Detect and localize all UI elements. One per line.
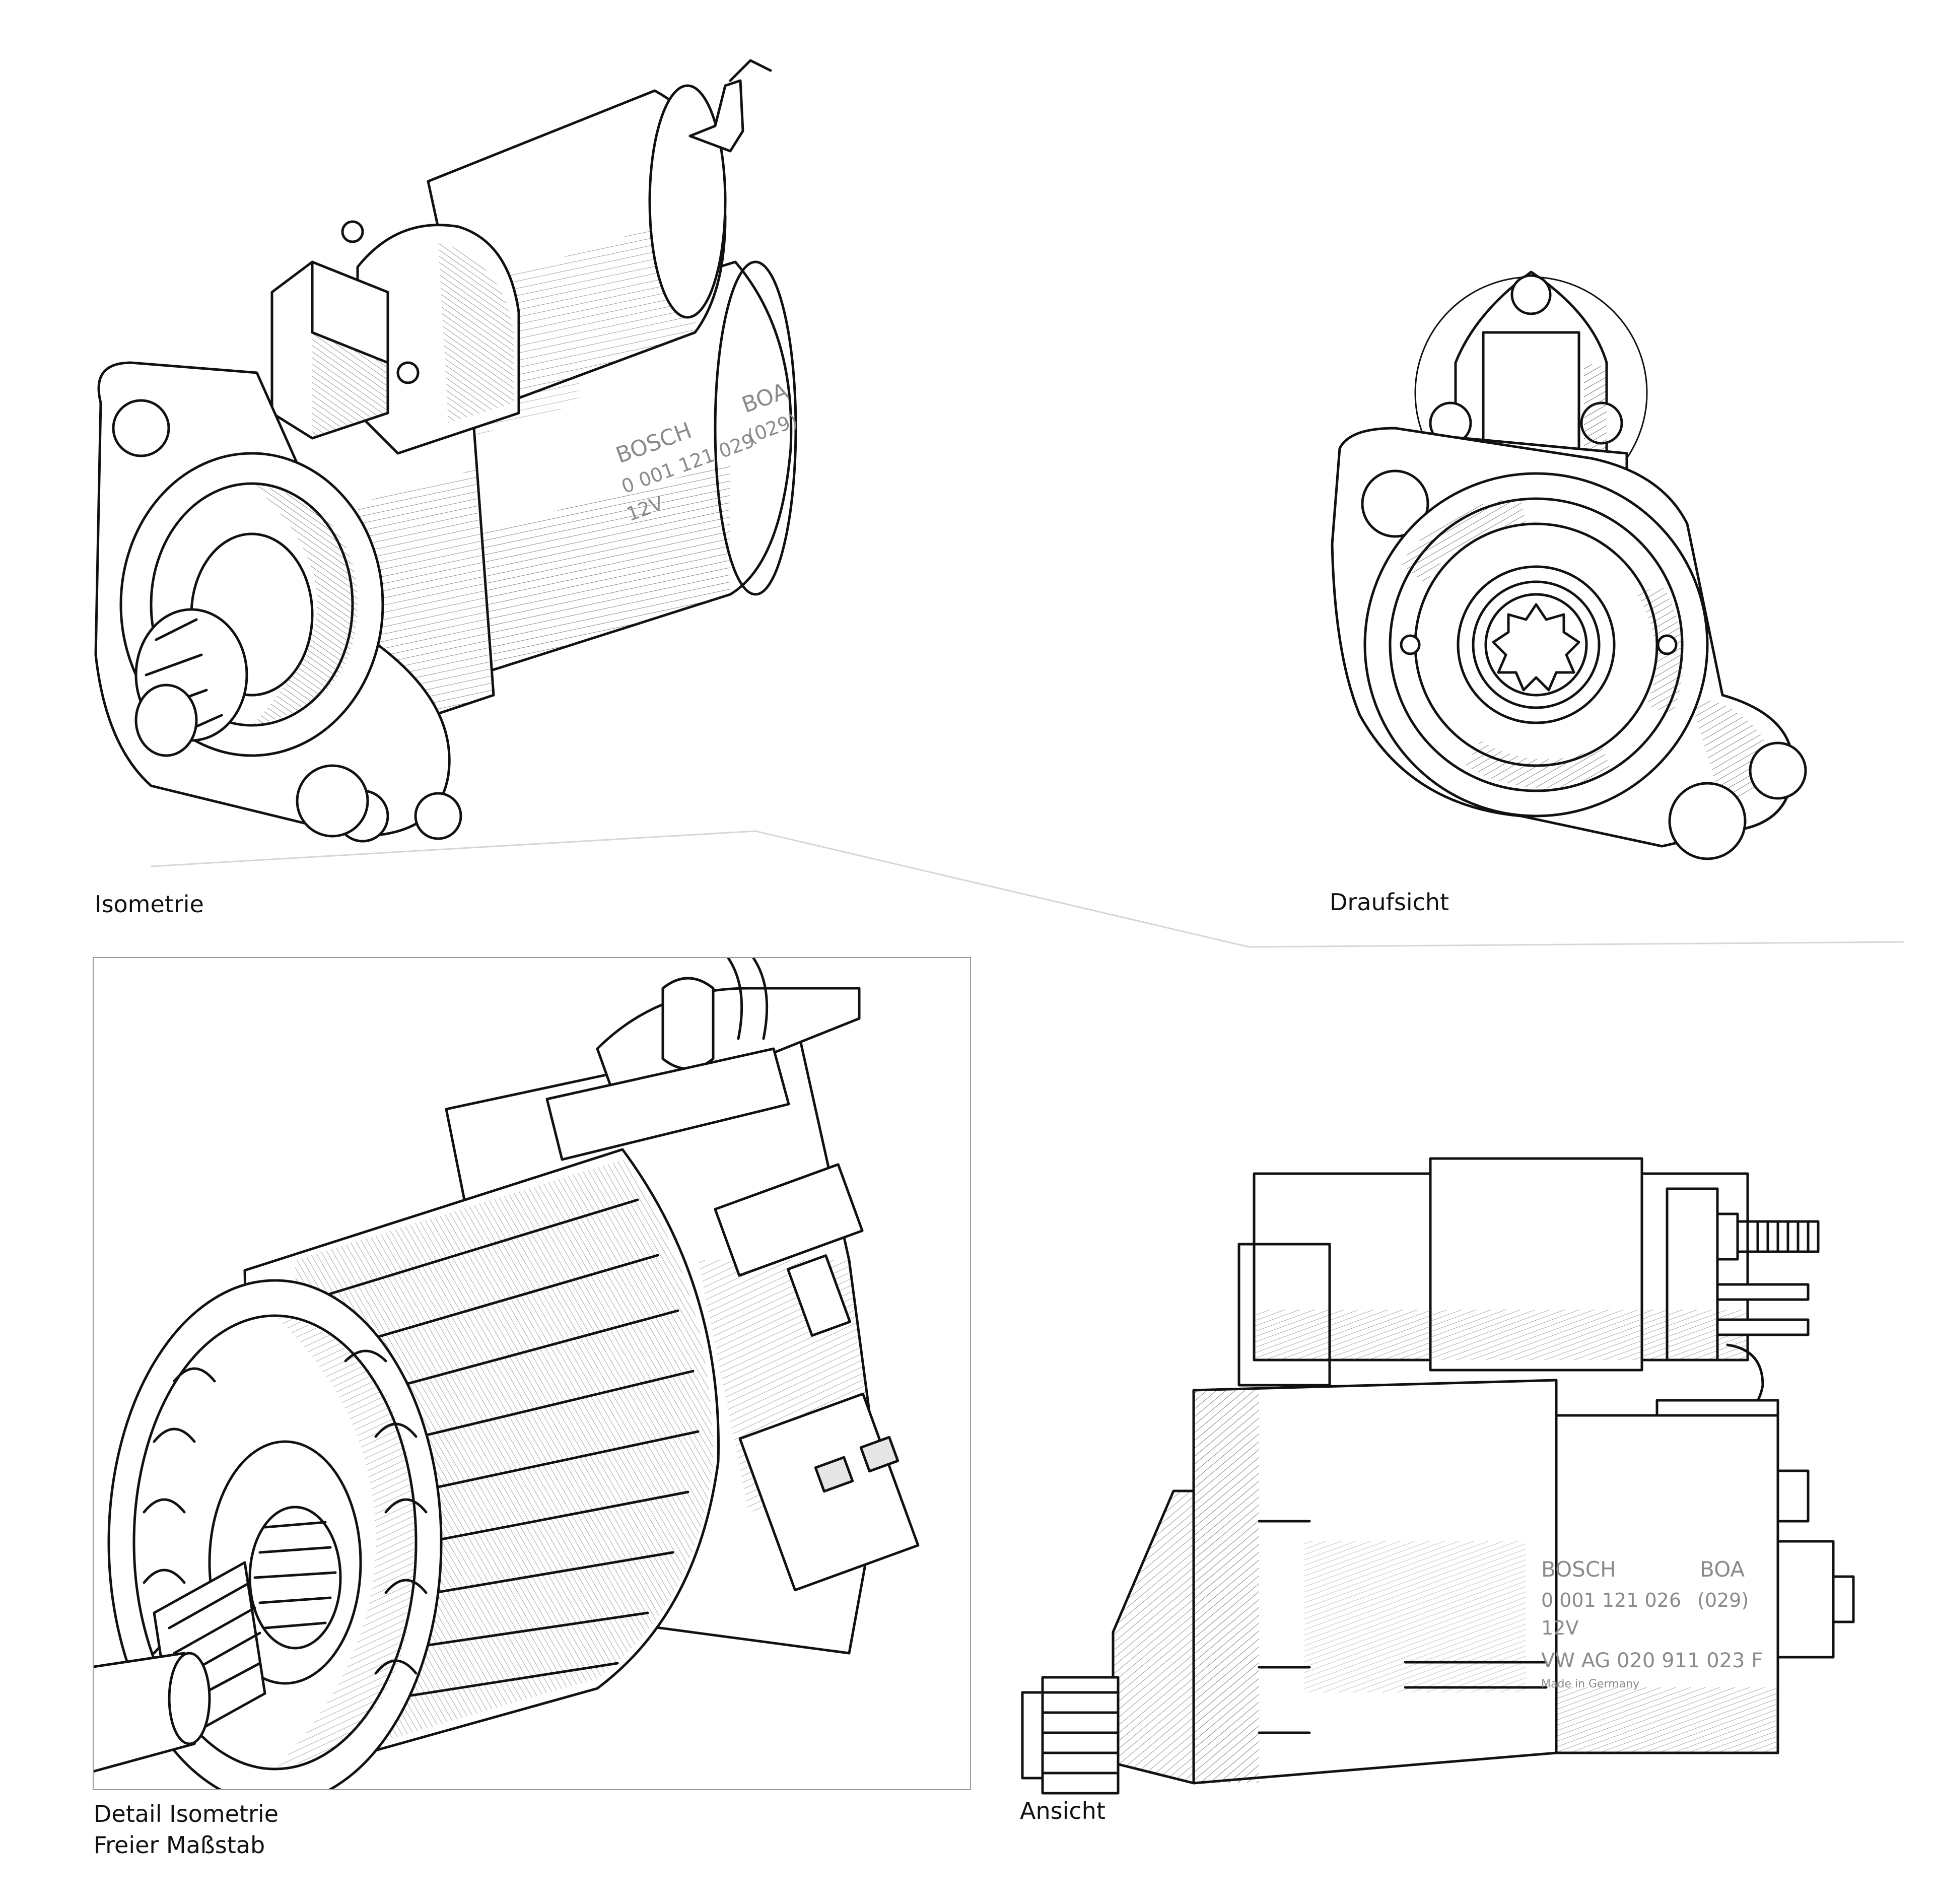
- detail-frame: [93, 957, 971, 1790]
- top-view-drawing: [1331, 270, 1807, 860]
- detail-drawing: [94, 958, 920, 1789]
- nameplate-variant: (029): [1697, 1589, 1749, 1611]
- isometric-drawing: BOSCH BOA 0 001 121 029 (029) 12V: [94, 59, 800, 843]
- nameplate-code: BOA: [1700, 1557, 1745, 1582]
- isometric-caption: Isometrie: [95, 891, 204, 918]
- detail-caption-line2: Freier Maßstab: [94, 1831, 265, 1859]
- nameplate-origin: Made in Germany: [1541, 1678, 1639, 1690]
- side-view-caption: Ansicht: [1020, 1797, 1106, 1824]
- side-view-drawing: BOSCH BOA 0 001 121 026 (029) 12V VW AG …: [1021, 1157, 1855, 1795]
- top-view-caption: Draufsicht: [1330, 889, 1449, 916]
- nameplate-oem-number: VW AG 020 911 023 F: [1541, 1649, 1763, 1672]
- detail-caption-line1: Detail Isometrie: [94, 1800, 279, 1827]
- nameplate-part-number: 0 001 121 026: [1541, 1589, 1681, 1611]
- side-view: BOSCH BOA 0 001 121 026 (029) 12V VW AG …: [1021, 1157, 1909, 1795]
- isometric-view: BOSCH BOA 0 001 121 029 (029) 12V: [76, 50, 831, 866]
- nameplate-voltage: 12V: [1541, 1617, 1578, 1639]
- top-view: [1309, 262, 1914, 892]
- nameplate-brand: BOSCH: [1541, 1557, 1616, 1582]
- detail-view: [94, 958, 970, 1789]
